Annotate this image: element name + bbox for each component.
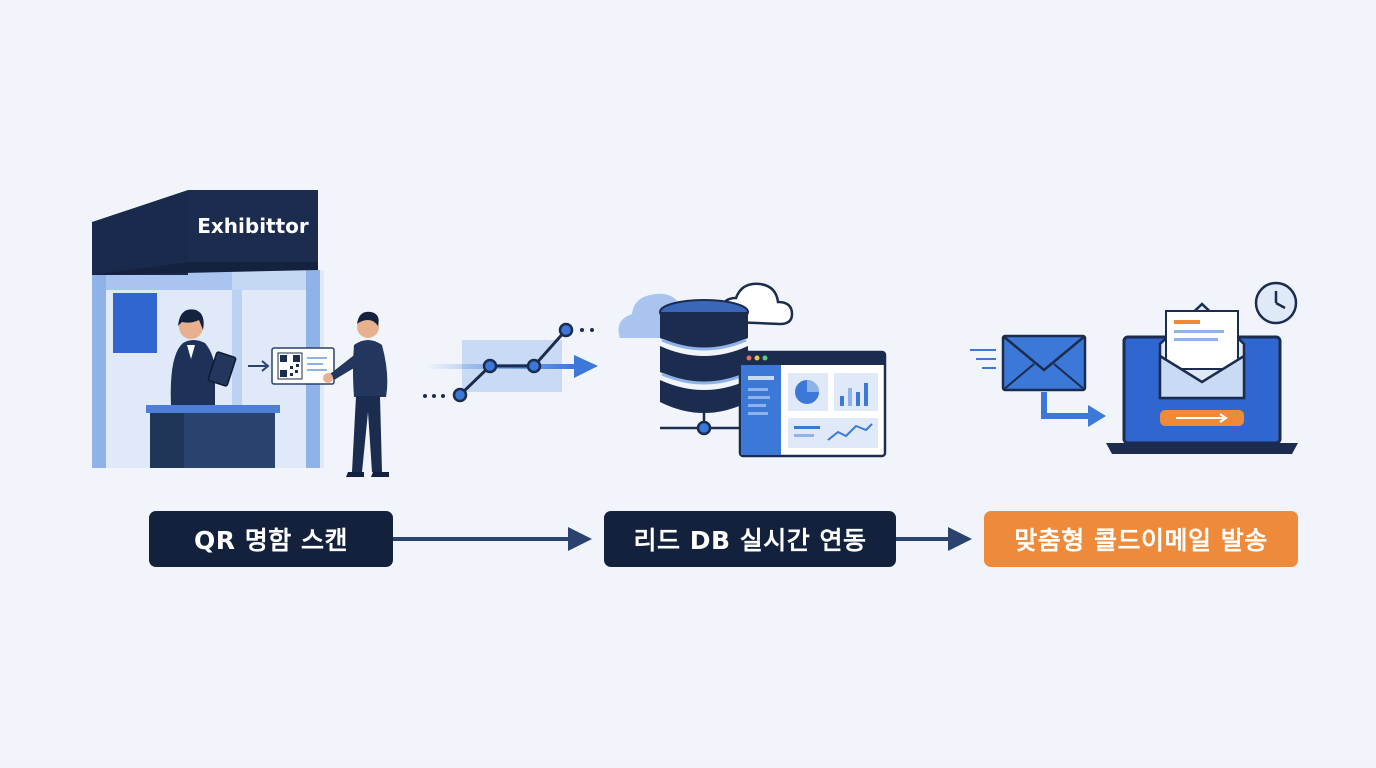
step-cold-email-label: 맞춤형 콜드이메일 발송 — [1014, 526, 1268, 555]
laptop-icon — [1106, 302, 1298, 454]
dashboard-icon — [738, 350, 887, 458]
step-connector-1 — [393, 527, 592, 551]
clock-icon — [1254, 281, 1298, 325]
step-lead-db-sync: 리드 DB 실시간 연동 — [604, 511, 896, 567]
envelope-icon — [1001, 334, 1106, 427]
data-flow-icon — [423, 322, 598, 403]
step-connector-2 — [896, 527, 972, 551]
exhibitor-person-icon — [170, 309, 237, 405]
speed-lines-icon — [970, 349, 996, 369]
qr-card-icon — [271, 347, 335, 385]
booth-sign-label: Exhibittor — [197, 214, 309, 238]
database-icon — [659, 299, 749, 436]
visitor-person-icon — [323, 311, 389, 477]
step-qr-scan: QR 명함 스캔 — [149, 511, 393, 567]
step-qr-scan-label: QR 명함 스캔 — [194, 526, 348, 555]
step-cold-email: 맞춤형 콜드이메일 발송 — [984, 511, 1298, 567]
step-lead-db-sync-label: 리드 DB 실시간 연동 — [633, 526, 867, 555]
